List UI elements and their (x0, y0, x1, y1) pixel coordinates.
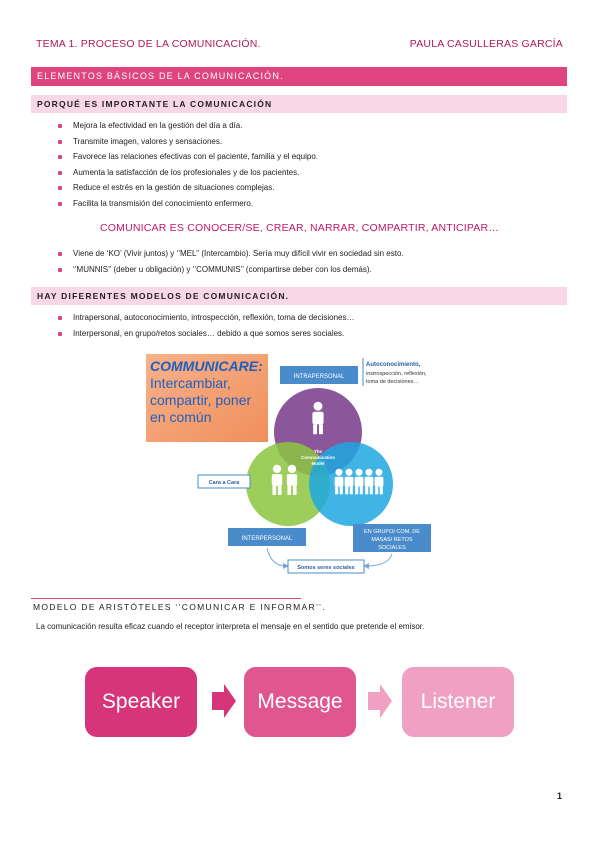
group-label-3: SOCIALES (378, 545, 406, 551)
seres-sociales-box (287, 559, 365, 574)
page-number: 1 (556, 791, 562, 801)
interpersonal-label: INTERPERSONAL (242, 536, 293, 542)
bullet-icon (58, 124, 62, 128)
group-label-1: EN GRUPO/ COM. DE (364, 529, 420, 535)
list-item: Favorece las relaciones efectivas con el… (58, 149, 318, 165)
section-main-title: ELEMENTOS BÁSICOS DE LA COMUNICACIÓN. (31, 67, 567, 86)
list-item: Intrapersonal, autoconocimiento, introsp… (58, 310, 355, 326)
bullet-icon (58, 186, 62, 190)
header-right: PAULA CASULLERAS GARCÍA (409, 38, 563, 50)
aristotle-divider (31, 598, 301, 599)
list-item: Facilita la transmisión del conocimiento… (58, 196, 318, 212)
list-item: Mejora la efectividad en la gestión del … (58, 118, 318, 134)
cara-a-cara-label: Cara a Cara (209, 480, 241, 486)
importance-list: Mejora la efectividad en la gestión del … (58, 118, 318, 211)
group-box (353, 524, 431, 552)
list-item: Transmite imagen, valores y sensaciones. (58, 134, 318, 150)
bullet-icon (58, 139, 62, 144)
list-item: Aumenta la satisfacción de los profesion… (58, 165, 318, 181)
bullet-icon (58, 316, 62, 320)
flow-listener: Listener (402, 667, 514, 737)
highlight-text: COMUNICAR ES CONOCER/SE, CREAR, NARRAR, … (100, 222, 499, 234)
intrapersonal-box (280, 366, 358, 384)
flow-speaker: Speaker (85, 667, 197, 737)
aristotle-text: La comunicación resulta eficaz cuando el… (36, 622, 425, 631)
bullet-icon (58, 170, 62, 175)
list-item: Reduce el estrés en la gestión de situac… (58, 180, 318, 196)
list-item: Interpersonal, en grupo/retos sociales… … (58, 326, 355, 342)
interpersonal-box (228, 528, 306, 546)
bullet-icon (58, 331, 62, 336)
arrow-right-icon (212, 684, 236, 718)
communicare-line-1: Intercambiar, (150, 375, 231, 391)
communicare-line-3: en común (150, 409, 211, 425)
center-label-3: Model (312, 461, 325, 466)
center-label-2: Communication (301, 455, 335, 460)
cara-a-cara-box (197, 474, 251, 489)
center-label-1: The (314, 449, 322, 454)
importance-title: PORQUÉ ES IMPORTANTE LA COMUNICACIÓN (31, 95, 567, 113)
bullet-icon (58, 201, 62, 206)
connector-arrow (266, 547, 289, 569)
etymology-list: Viene de ‘KO’ (Vivir juntos) y ‘’MEL’’ (… (58, 246, 404, 277)
connector-arrow (363, 553, 393, 569)
intra-desc-1: Autoconocimiento, (366, 362, 421, 368)
arrow-right-icon (368, 684, 392, 718)
list-item: Viene de ‘KO’ (Vivir juntos) y ‘’MEL’’ (… (58, 246, 404, 262)
bullet-icon (58, 155, 62, 159)
models-list: Intrapersonal, autoconocimiento, introsp… (58, 310, 355, 341)
bullet-icon (58, 267, 62, 272)
communicare-line-2: compartir, poner (150, 392, 251, 408)
communicare-title: COMMUNICARE: (150, 358, 263, 374)
communicare-box (146, 354, 268, 442)
header-left: TEMA 1. PROCESO DE LA COMUNICACIÓN. (36, 38, 261, 50)
list-item: ‘’MUNNIS’’ (deber u obligación) y ‘’COMM… (58, 262, 404, 278)
intrapersonal-label: INTRAPERSONAL (294, 374, 345, 380)
intra-desc-2: instrospección, reflexión, (366, 371, 427, 377)
models-title: HAY DIFERENTES MODELOS DE COMUNICACIÓN. (31, 287, 567, 305)
communication-model-diagram: COMMUNICARE: Intercambiar, compartir, po… (146, 354, 431, 574)
group-label-2: MASAS/ RETOS (371, 537, 412, 543)
aristotle-title: MODELO DE ARISTÓTELES ‘’COMUNICAR E INFO… (33, 602, 326, 612)
intra-desc-3: toma de decisiones… (366, 379, 419, 385)
seres-sociales-label: Somos seres sociales (297, 565, 354, 571)
bullet-icon (58, 252, 62, 256)
flow-message: Message (244, 667, 356, 737)
